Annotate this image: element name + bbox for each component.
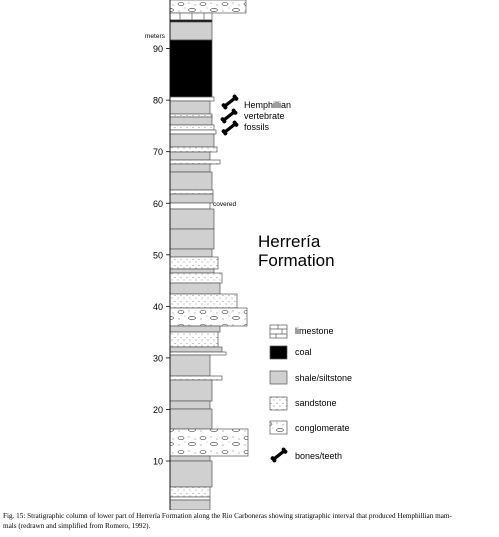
caption-line-2: mals (redrawn and simplified from Romero… [3, 522, 151, 530]
axis-ticks: 10 20 30 40 50 60 70 80 90 [153, 44, 170, 467]
axis-tick-label: 90 [153, 44, 163, 54]
bed-shale [169, 400, 211, 410]
bed-shale [169, 354, 211, 377]
bed-shale [169, 325, 221, 333]
axis-tick-label: 50 [153, 250, 163, 260]
bed-shale [169, 248, 213, 258]
bed-shale [169, 282, 221, 295]
bed-shale [169, 499, 211, 510]
axis-tick-label: 70 [153, 147, 163, 157]
bed-sandstone [169, 331, 219, 348]
bed-shale [169, 228, 215, 250]
bed-sandstone [169, 159, 221, 165]
bed-shale [169, 100, 211, 115]
bed-sandstone [169, 486, 211, 498]
bed-shale [169, 171, 213, 191]
axis-unit-label: meters [145, 33, 166, 40]
legend-item-shale: shale/siltstone [269, 370, 352, 385]
bed-sandstone [169, 256, 219, 270]
bone-icon [221, 94, 239, 110]
bone-icon [220, 108, 238, 124]
legend-item-limestone: limestone [269, 324, 334, 339]
bed-sandstone [169, 375, 223, 381]
formation-label: Herrería Formation [258, 232, 335, 270]
bed-sandstone [169, 293, 238, 309]
legend-label-shale: shale/siltstone [295, 373, 352, 383]
bed-limestone [169, 12, 213, 21]
bed-sandstone [169, 351, 227, 356]
bed-conglomerate [169, 0, 247, 14]
legend-item-conglomerate: conglomerate [269, 420, 350, 435]
axis-tick-label: 30 [153, 353, 163, 363]
axis-tick-label: 60 [153, 199, 163, 209]
bed-limestone [169, 129, 217, 135]
axis-tick-label: 10 [153, 457, 163, 467]
bone-icon [221, 120, 239, 136]
stratigraphic-column-figure: meters 10 20 30 40 50 60 70 80 90 covered Hemphi… [145, 0, 352, 510]
bed-shale [169, 133, 215, 148]
legend-item-sandstone: sandstone [269, 396, 337, 411]
bed-shale [169, 346, 223, 353]
covered-note: covered [213, 201, 237, 208]
annotation-line-3: fossils [244, 122, 270, 132]
bed-shale [169, 116, 213, 126]
formation-line-2: Formation [258, 251, 335, 270]
legend-item-coal: coal [269, 345, 312, 360]
bed-sandstone [169, 189, 214, 195]
legend-label-sandstone: sandstone [295, 398, 337, 408]
bed-shale [169, 21, 213, 41]
annotation-line-1: Hemphillian [244, 100, 291, 110]
legend: limestone coal shale/siltstone sandstone… [269, 324, 352, 463]
legend-label-coal: coal [295, 347, 312, 357]
bed-sandstone [169, 146, 218, 153]
caption-line-1: Fig. 15: Stratigraphic column of lower p… [3, 512, 452, 520]
legend-label-bones: bones/teeth [295, 451, 342, 461]
bed-limestone [169, 96, 215, 102]
stratigraphic-column [169, 0, 249, 510]
bed-sandstone [169, 272, 223, 284]
depth-axis: meters 10 20 30 40 50 60 70 80 90 [145, 0, 171, 510]
axis-tick-label: 80 [153, 96, 163, 106]
bed-shale [169, 163, 211, 173]
bed-coal [169, 39, 213, 98]
bed-shale [169, 460, 213, 488]
bed-conglomerate [169, 428, 249, 457]
bed-shale [169, 151, 211, 161]
bone-icon [270, 447, 288, 463]
bed-shale [169, 268, 215, 274]
bed-sandstone [169, 113, 213, 118]
legend-label-limestone: limestone [295, 326, 334, 336]
bed-shale [169, 379, 213, 402]
bed-covered [169, 202, 211, 210]
bed-shale [169, 455, 211, 462]
bed-sandstone [169, 124, 215, 131]
axis-tick-label: 20 [153, 405, 163, 415]
axis-tick-label: 40 [153, 302, 163, 312]
bed-limestone [169, 496, 211, 501]
bed-shale [169, 208, 215, 230]
fossil-markers [220, 94, 239, 136]
annotation-line-2: vertebrate [244, 111, 285, 121]
legend-label-conglomerate: conglomerate [295, 423, 350, 433]
bed-shale [169, 408, 213, 430]
formation-line-1: Herrería [258, 232, 321, 251]
bed-conglomerate [169, 307, 248, 327]
bed-shale [169, 193, 214, 204]
fossil-annotation: Hemphillian vertebrate fossils [244, 100, 291, 132]
figure-caption: Fig. 15: Stratigraphic column of lower p… [3, 511, 497, 531]
legend-item-bones: bones/teeth [270, 447, 342, 463]
